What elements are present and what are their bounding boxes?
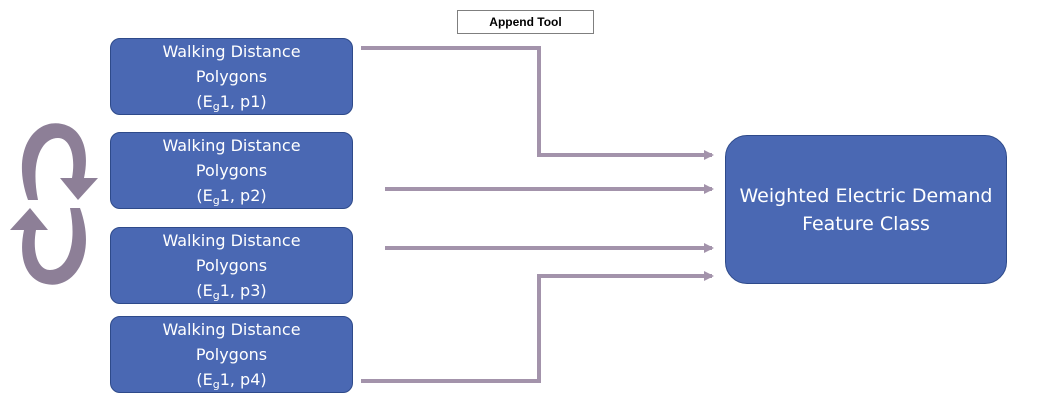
input-box-p4: Walking Distance Polygons (Eg1, p4) [110,316,353,393]
circular-arrows-icon [10,123,98,285]
input-id: (Eg1, p2) [196,186,267,207]
input-line1: Walking Distance [162,231,301,250]
input-line1: Walking Distance [162,42,301,61]
append-tool-label: Append Tool [457,10,594,34]
input-line2: Polygons [195,161,268,180]
input-line2: Polygons [195,67,268,86]
connector-p1 [361,46,714,160]
input-id: (Eg1, p1) [196,92,267,113]
input-line1: Walking Distance [162,320,301,339]
input-box-p2: Walking Distance Polygons (Eg1, p2) [110,132,353,209]
output-feature-class-box: Weighted Electric Demand Feature Class [725,135,1007,284]
input-box-p1: Walking Distance Polygons (Eg1, p1) [110,38,353,115]
connector-p4 [361,271,714,383]
output-line2: Feature Class [802,212,930,235]
input-line2: Polygons [195,256,268,275]
input-line1: Walking Distance [162,136,301,155]
input-line2: Polygons [195,345,268,364]
output-line1: Weighted Electric Demand [739,184,993,207]
input-box-p3: Walking Distance Polygons (Eg1, p3) [110,227,353,304]
input-id: (Eg1, p4) [196,370,267,391]
input-id: (Eg1, p3) [196,281,267,302]
